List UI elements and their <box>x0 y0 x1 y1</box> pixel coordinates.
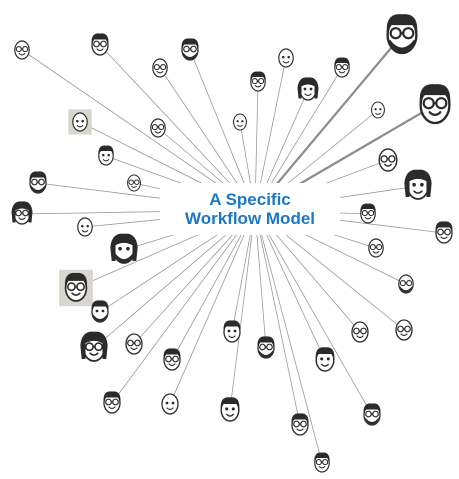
person-face-icon <box>110 233 138 264</box>
person-face-icon <box>278 48 294 68</box>
person-face-icon <box>163 348 181 371</box>
person-face-icon <box>91 300 109 323</box>
person-face-icon <box>125 333 143 355</box>
person-face-icon <box>419 84 451 125</box>
person-face-icon <box>351 321 369 343</box>
person-face-icon <box>152 58 168 78</box>
person-face-icon <box>386 14 418 55</box>
person-face-icon <box>14 40 30 60</box>
person-face-icon <box>161 393 179 415</box>
person-face-icon <box>398 274 414 294</box>
person-face-icon <box>223 320 241 343</box>
person-face-icon <box>91 33 109 56</box>
person-face-icon <box>250 71 266 92</box>
connector-line <box>254 209 323 464</box>
connector-line <box>171 209 256 361</box>
connector-line <box>99 44 256 211</box>
connector-line <box>254 34 403 211</box>
person-face-icon <box>77 217 93 237</box>
connector-line <box>254 209 373 416</box>
person-face-icon <box>360 203 376 224</box>
person-face-icon <box>435 221 453 244</box>
center-title-line-2: Workflow Model <box>184 209 315 228</box>
person-face-icon <box>59 269 93 307</box>
connector-line <box>169 209 256 405</box>
person-face-icon <box>257 336 275 359</box>
connector-line <box>229 209 256 411</box>
connector-line <box>254 209 301 426</box>
connector-line <box>111 209 256 404</box>
person-face-icon <box>371 101 385 119</box>
person-face-icon <box>368 238 384 258</box>
person-face-icon <box>98 145 114 166</box>
person-face-icon <box>233 113 247 131</box>
person-face-icon <box>378 148 398 172</box>
person-face-icon <box>315 347 335 372</box>
people-faces <box>11 14 453 473</box>
person-face-icon <box>181 38 199 61</box>
person-face-icon <box>220 397 240 422</box>
person-face-icon <box>80 331 108 362</box>
person-face-icon <box>150 118 166 138</box>
person-face-icon <box>395 319 413 341</box>
center-title-line-1: A Specific <box>209 190 291 209</box>
connector-line <box>254 209 326 361</box>
person-face-icon <box>334 57 350 78</box>
person-face-icon <box>11 201 33 225</box>
person-face-icon <box>297 77 319 101</box>
person-face-icon <box>68 109 92 135</box>
person-face-icon <box>127 174 141 192</box>
person-face-icon <box>291 413 309 436</box>
person-face-icon <box>103 391 121 414</box>
center-title: A Specific Workflow Model <box>160 183 340 235</box>
person-face-icon <box>404 169 432 200</box>
person-face-icon <box>314 452 330 473</box>
person-face-icon <box>29 171 47 194</box>
person-face-icon <box>363 403 381 426</box>
